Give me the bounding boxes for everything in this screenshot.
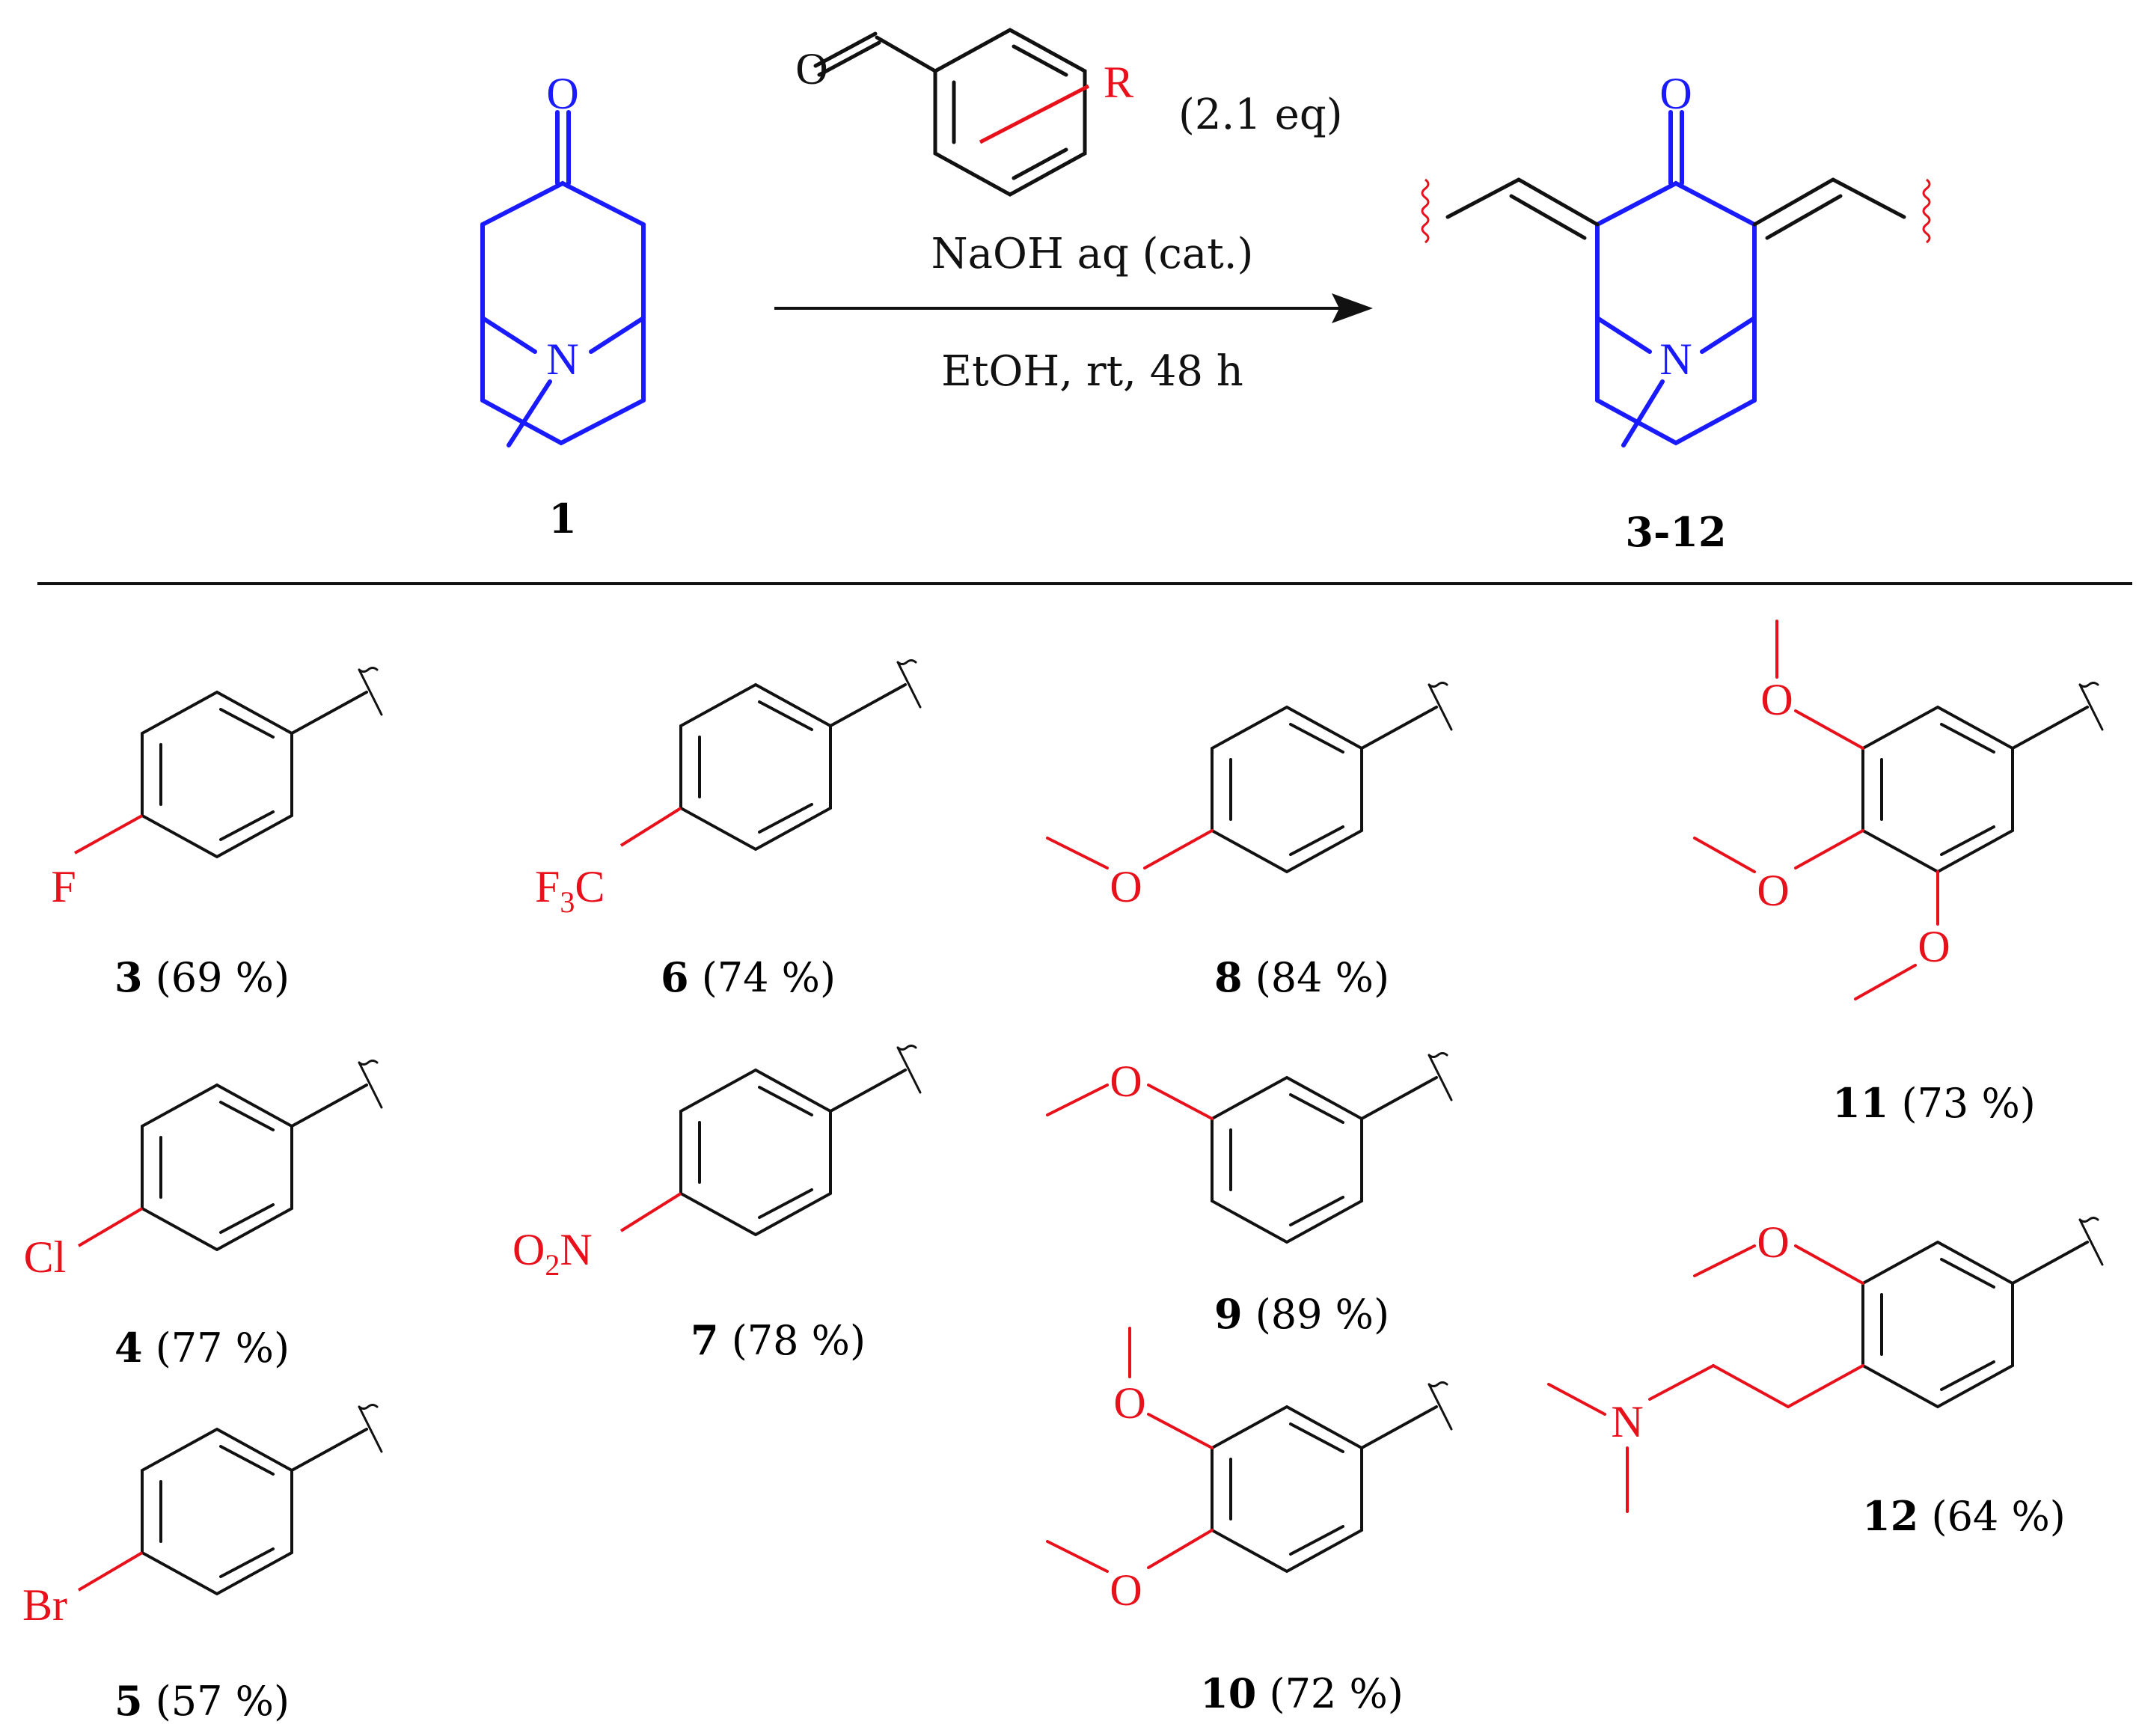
r-group-bond	[979, 84, 1090, 144]
compound-9-structure	[1211, 1052, 1453, 1244]
product-ketone-oxygen: O	[1659, 69, 1692, 118]
compound-10-structure	[1211, 1381, 1453, 1574]
compound-6-atom: F3C	[535, 862, 605, 919]
aldehyde-oxygen: O	[795, 44, 827, 94]
compound-7-structure	[679, 1045, 922, 1237]
compound-11-label: 11 (73 %)	[1832, 1079, 2036, 1127]
product-amine-nitrogen: N	[1659, 334, 1692, 384]
product-exocyclic-bonds	[1445, 177, 1906, 240]
compound-10-atom-a: O	[1113, 1378, 1145, 1428]
r-group-label: R	[1104, 58, 1133, 107]
compound-4-atom: Cl	[24, 1232, 67, 1282]
attachment-wavy-left	[1421, 178, 1430, 244]
ketone-oxygen: O	[546, 69, 578, 118]
compound-8-structure	[1211, 682, 1453, 874]
compound-5-atom: Br	[22, 1580, 67, 1630]
compound-3-structure	[141, 667, 383, 859]
compound-11-atom-a: O	[1760, 675, 1793, 724]
compound-3-atom: F	[51, 862, 76, 911]
compound-8-label: 8 (84 %)	[1214, 953, 1389, 1001]
compound-11-structure	[1861, 682, 2104, 874]
compound-12-atom-n: N	[1611, 1397, 1643, 1446]
compound-10-atom-b: O	[1110, 1565, 1142, 1615]
reactant-tropinone	[480, 110, 646, 447]
compound-3-label: 3 (69 %)	[114, 953, 290, 1001]
compound-7-atom: O2N	[512, 1225, 593, 1282]
compound-4-structure	[141, 1060, 383, 1252]
amine-nitrogen: N	[546, 334, 578, 384]
arrow-head	[1332, 293, 1373, 323]
compound-7-label: 7 (78 %)	[691, 1316, 866, 1364]
aldehyde-reagent	[813, 28, 1087, 197]
compound-10-label: 10 (72 %)	[1200, 1669, 1404, 1717]
compound-12-atom-o: O	[1757, 1217, 1789, 1267]
condition-bottom: EtOH, rt, 48 h	[941, 347, 1243, 396]
reagent-amount: (2.1 eq)	[1178, 91, 1343, 139]
product-core	[1595, 110, 1757, 447]
compound-11-atom-c: O	[1918, 922, 1950, 971]
compound-8-atom: O	[1110, 862, 1142, 911]
reactant-label: 1	[548, 495, 577, 542]
compound-5-label: 5 (57 %)	[114, 1677, 290, 1725]
attachment-wavy-right	[1922, 178, 1931, 244]
compound-4-label: 4 (77 %)	[114, 1324, 290, 1372]
compound-6-structure	[679, 659, 922, 852]
compound-5-structure	[141, 1404, 383, 1596]
condition-top: NaOH aq (cat.)	[931, 230, 1254, 278]
compound-9-atom: O	[1110, 1057, 1142, 1106]
compound-11-atom-b: O	[1757, 866, 1789, 915]
product-label: 3-12	[1625, 508, 1726, 556]
compound-12-label: 12 (64 %)	[1862, 1492, 2066, 1540]
compound-12-structure	[1861, 1217, 2104, 1409]
compound-9-label: 9 (89 %)	[1214, 1290, 1389, 1338]
compound-6-label: 6 (74 %)	[661, 953, 836, 1001]
